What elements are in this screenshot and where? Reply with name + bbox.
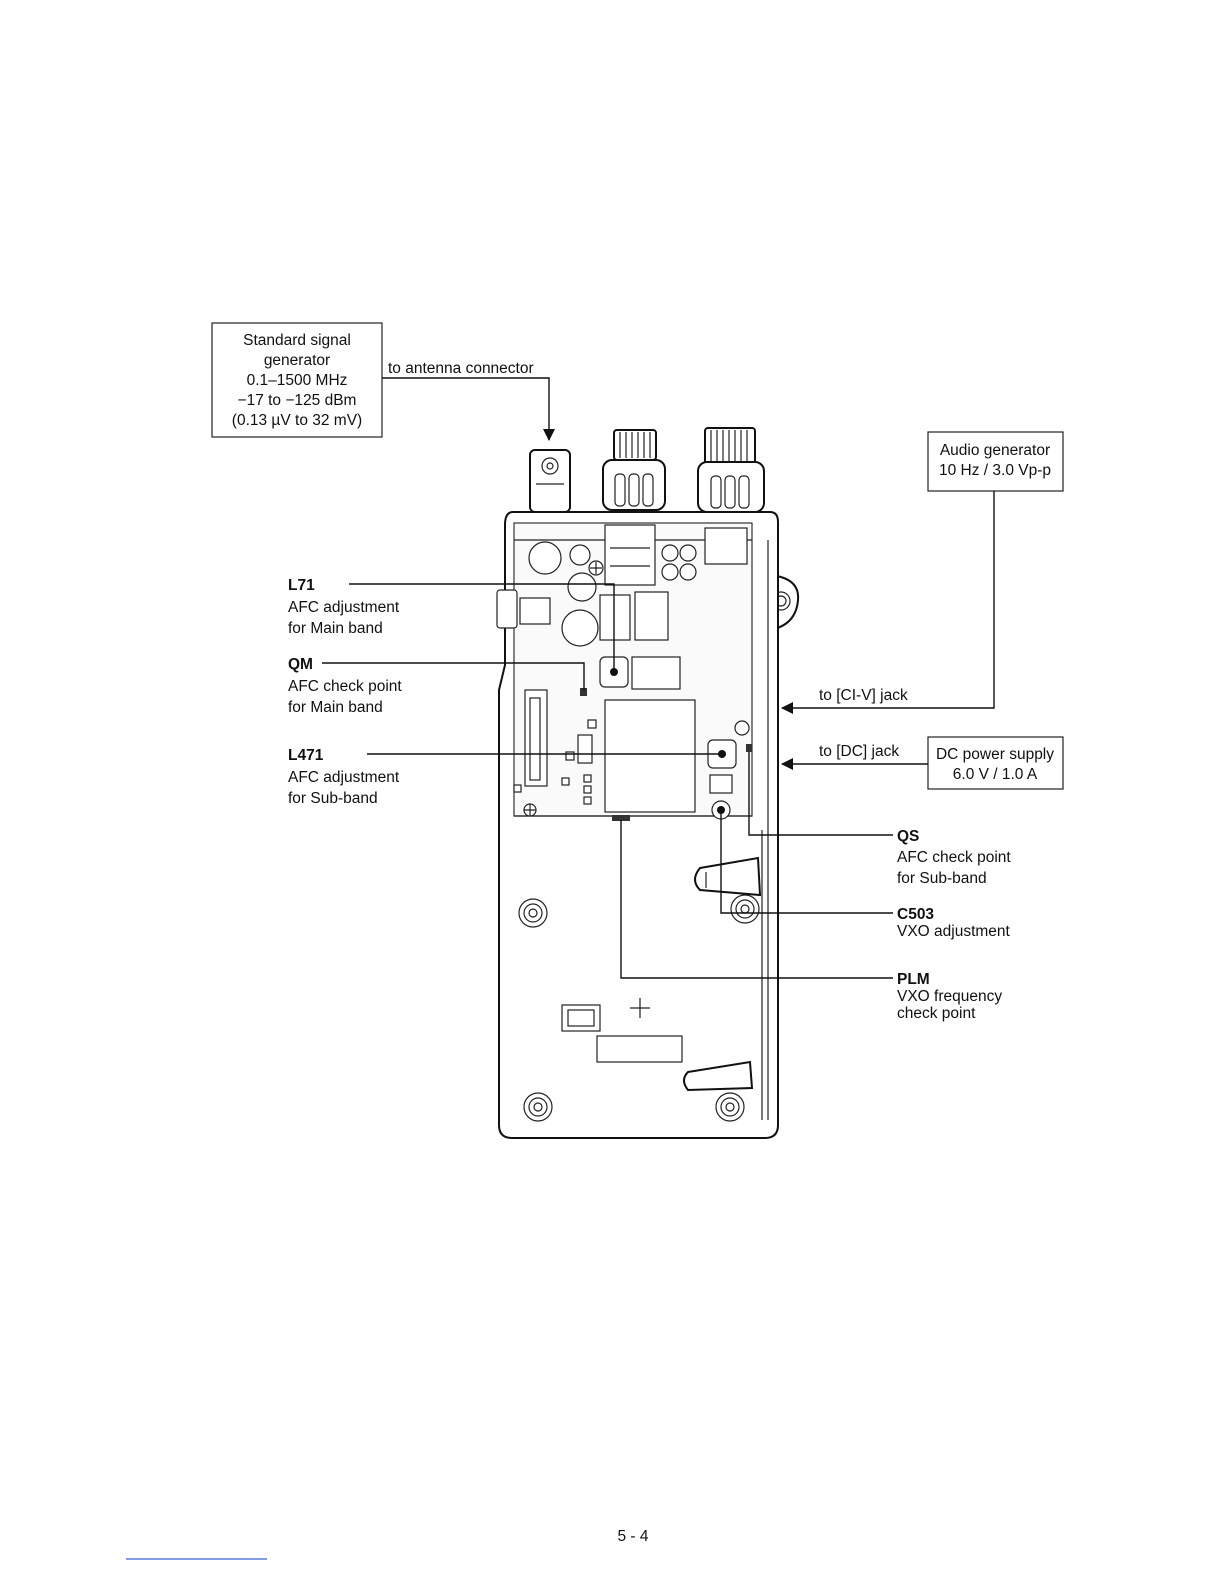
qm-callout: QM AFC check point for Main band	[288, 656, 402, 716]
antenna-connection-arrow	[382, 377, 555, 441]
dc-connection-label: to [DC] jack	[819, 743, 899, 760]
radio-unit-illustration	[496, 427, 800, 1139]
l471-ref: L471	[288, 747, 324, 764]
qs-test-point	[746, 744, 752, 752]
shield-can	[604, 699, 696, 813]
plm-desc-2: check point	[897, 1005, 976, 1022]
volume-knob	[602, 429, 666, 511]
audio-generator-box: Audio generator 10 Hz / 3.0 Vp-p	[927, 431, 1064, 492]
antenna-connector	[529, 449, 571, 513]
qm-desc-2: for Main band	[288, 699, 383, 716]
signal-generator-label-1: Standard signal	[243, 332, 351, 349]
c503-desc-1: VXO adjustment	[897, 923, 1011, 940]
qs-callout: QS AFC check point for Sub-band	[897, 828, 1011, 887]
qs-ref: QS	[897, 828, 919, 845]
audio-generator-label: Audio generator	[940, 442, 1050, 459]
qm-leader	[322, 662, 585, 690]
qm-ref: QM	[288, 656, 313, 673]
l71-callout: L71 AFC adjustment for Main band	[288, 577, 400, 637]
l71-leader	[349, 583, 615, 672]
page-number: 5 - 4	[617, 1528, 648, 1545]
qs-leader	[748, 752, 893, 836]
signal-generator-label-2: generator	[264, 352, 330, 369]
l471-desc-1: AFC adjustment	[288, 769, 400, 786]
dc-power-supply-box: DC power supply 6.0 V / 1.0 A	[927, 736, 1064, 790]
qs-desc-1: AFC check point	[897, 849, 1011, 866]
signal-generator-box: Standard signal generator 0.1–1500 MHz −…	[211, 322, 383, 438]
dc-power-supply-label: DC power supply	[936, 746, 1054, 763]
antenna-connection-label: to antenna connector	[388, 360, 534, 377]
l471-callout: L471 AFC adjustment for Sub-band	[288, 747, 400, 807]
plm-callout: PLM VXO frequency check point	[897, 971, 1002, 1022]
tuning-knob	[697, 427, 765, 513]
plm-desc-1: VXO frequency	[897, 988, 1002, 1005]
civ-connection-label: to [CI-V] jack	[819, 687, 908, 704]
c503-callout: C503 VXO adjustment	[897, 906, 1011, 940]
signal-generator-frequency: 0.1–1500 MHz	[247, 372, 348, 389]
dc-power-supply-spec: 6.0 V / 1.0 A	[953, 766, 1038, 783]
l71-desc-2: for Main band	[288, 620, 383, 637]
audio-generator-spec: 10 Hz / 3.0 Vp-p	[939, 462, 1051, 479]
plm-ref: PLM	[897, 971, 930, 988]
signal-generator-level-dbm: −17 to −125 dBm	[238, 392, 357, 409]
c503-ref: C503	[897, 906, 934, 923]
l471-desc-2: for Sub-band	[288, 790, 378, 807]
civ-connection-arrow	[781, 491, 995, 714]
signal-generator-level-volts: (0.13 µV to 32 mV)	[232, 412, 362, 429]
c503-leader	[720, 810, 893, 914]
plm-test-point	[612, 815, 630, 821]
qs-desc-2: for Sub-band	[897, 870, 987, 887]
qm-test-point	[580, 688, 587, 696]
l71-ref: L71	[288, 577, 315, 594]
plm-leader	[620, 820, 893, 979]
qm-desc-1: AFC check point	[288, 678, 402, 695]
l71-desc-1: AFC adjustment	[288, 599, 400, 616]
